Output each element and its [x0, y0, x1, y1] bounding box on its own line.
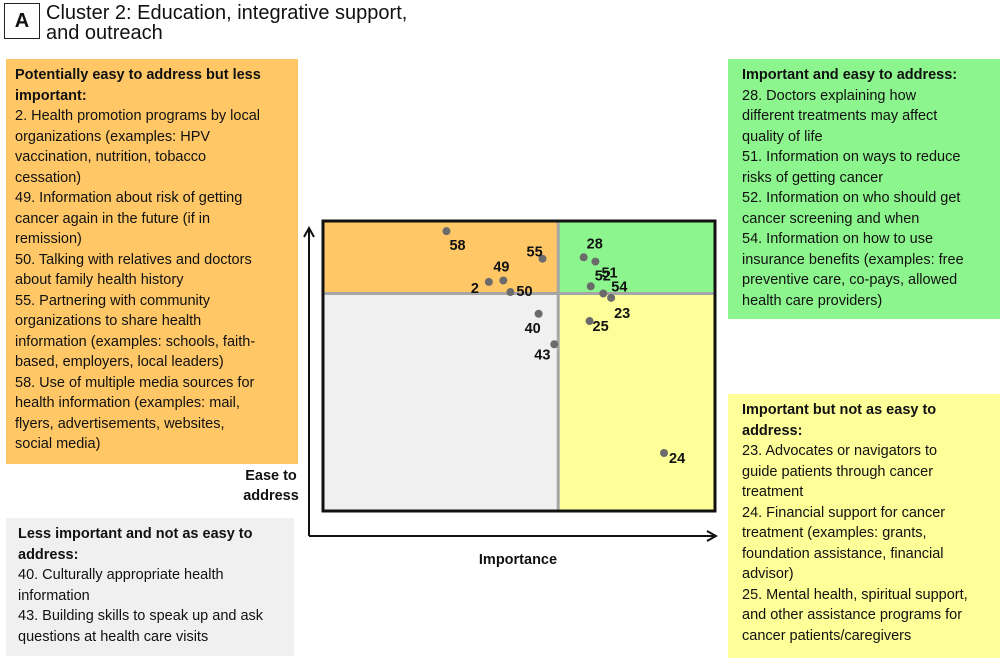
point-label: 23	[614, 306, 630, 322]
box-line: remission)	[15, 231, 82, 247]
point-label: 24	[669, 451, 685, 467]
box-line: cancer patients/caregivers	[742, 627, 912, 644]
box-line: flyers, advertisements, websites,	[15, 415, 225, 432]
title-line-2: and outreach	[46, 22, 163, 44]
plot-border	[321, 219, 717, 513]
box-heading: important:	[15, 87, 87, 104]
box-heading: address:	[18, 546, 79, 563]
quadrant-important-not-easy	[558, 293, 715, 511]
data-point	[534, 309, 543, 318]
title-line-1: Cluster 2: Education, integrative suppor…	[46, 2, 408, 24]
box-less-important-not-easy: Less important and not as easy to addres…	[6, 518, 294, 656]
box-line: 54. Information on how to use	[742, 231, 934, 247]
data-point	[607, 293, 616, 302]
y-axis-label-line: Ease to	[245, 468, 297, 484]
point-label: 49	[493, 259, 509, 275]
box-line: 24. Financial support for cancer	[742, 504, 946, 521]
point-label: 2	[471, 281, 479, 297]
panel-letter: A	[4, 3, 40, 39]
figure-title: Cluster 2: Education, integrative suppor…	[46, 3, 446, 43]
box-line: 49. Information about risk of getting	[15, 190, 243, 206]
box-heading: Important and easy to address:	[742, 67, 958, 83]
quadrant-less-important-not-easy	[323, 293, 559, 511]
box-line: guide patients through cancer	[742, 463, 934, 480]
box-line: risks of getting cancer	[742, 169, 884, 186]
box-line: vaccination, nutrition, tobacco	[15, 149, 207, 165]
point-label: 28	[587, 236, 603, 252]
box-heading: Less important and not as easy to	[18, 526, 253, 542]
box-heading: Potentially easy to address but less	[15, 67, 261, 83]
box-easy-less-important: Potentially easy to address but less imp…	[6, 59, 298, 464]
point-label: 58	[449, 238, 465, 254]
point-label: 25	[593, 319, 609, 335]
box-line: and other assistance programs for	[742, 607, 963, 623]
box-heading: Important but not as easy to	[742, 402, 937, 418]
point-label: 54	[611, 280, 627, 296]
quadrant-easy-less-important	[323, 221, 559, 294]
box-line: questions at health care visits	[18, 628, 209, 645]
box-line: about family health history	[15, 272, 184, 288]
data-point	[599, 289, 608, 298]
point-label: 52	[595, 268, 611, 284]
box-line: foundation assistance, financial	[742, 545, 944, 562]
box-line: cancer again in the future (if in	[15, 210, 211, 227]
box-line: 52. Information on who should get	[742, 190, 961, 206]
box-line: information	[18, 587, 90, 604]
box-line: 51. Information on ways to reduce	[742, 149, 961, 165]
data-point	[550, 340, 559, 349]
box-line: 50. Talking with relatives and doctors	[15, 251, 252, 268]
box-line: insurance benefits (examples: free	[742, 251, 964, 268]
data-point	[585, 317, 594, 326]
box-line: 55. Partnering with community	[15, 292, 211, 309]
box-line: based, employers, local leaders)	[15, 354, 224, 370]
box-line: 40. Culturally appropriate health	[18, 567, 224, 583]
box-line: 2. Health promotion programs by local	[15, 108, 261, 124]
data-point	[586, 282, 595, 291]
box-line: organizations (examples: HPV	[15, 128, 211, 145]
box-line: 25. Mental health, spiritual support,	[742, 586, 968, 603]
box-line: 23. Advocates or navigators to	[742, 443, 938, 459]
box-important-easy: Important and easy to address: 28. Docto…	[728, 59, 1000, 319]
box-line: advisor)	[742, 566, 794, 582]
data-point	[538, 254, 547, 263]
point-label: 40	[525, 321, 541, 337]
data-point	[660, 449, 669, 457]
box-heading: address:	[742, 422, 803, 439]
point-label: 50	[516, 284, 532, 300]
box-important-not-easy: Important but not as easy to address: 23…	[728, 394, 1000, 658]
box-line: cancer screening and when	[742, 210, 920, 227]
point-label: 43	[534, 347, 550, 363]
y-axis-label-line: address	[243, 488, 299, 504]
box-line: 58. Use of multiple media sources for	[15, 374, 255, 391]
data-point	[506, 288, 515, 297]
x-axis-label: Importance	[478, 552, 558, 568]
point-label: 55	[527, 245, 543, 261]
box-line: health information (examples: mail,	[15, 395, 240, 411]
data-point	[591, 257, 600, 266]
data-point	[579, 253, 588, 262]
box-line: health care providers)	[742, 292, 883, 309]
data-point	[442, 227, 451, 236]
box-line: treatment	[742, 484, 804, 500]
box-line: cessation)	[15, 169, 82, 186]
box-line: social media)	[15, 436, 101, 452]
box-line: 43. Building skills to speak up and ask	[18, 608, 264, 624]
box-line: different treatments may affect	[742, 108, 938, 124]
box-line: quality of life	[742, 128, 823, 145]
box-line: information (examples: schools, faith-	[15, 333, 256, 350]
box-line: preventive care, co-pays, allowed	[742, 272, 958, 288]
box-line: organizations to share health	[15, 313, 202, 329]
box-line: 28. Doctors explaining how	[742, 87, 917, 104]
y-axis-label: Ease to address	[236, 466, 306, 506]
data-point	[499, 276, 508, 285]
box-line: treatment (examples: grants,	[742, 525, 927, 541]
point-label: 51	[601, 266, 617, 282]
data-point	[484, 277, 493, 286]
